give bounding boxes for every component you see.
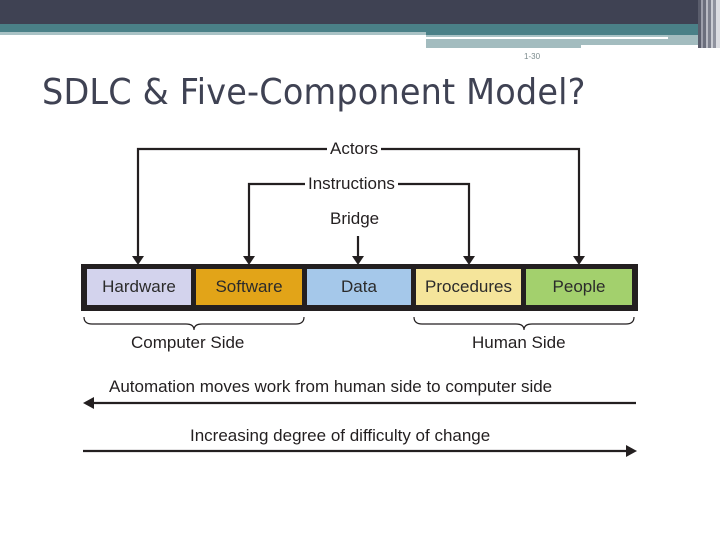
automation-label: Automation moves work from human side to… xyxy=(109,377,553,396)
arrowhead-down-icon xyxy=(132,256,144,265)
human-side-label: Human Side xyxy=(472,333,566,352)
arrowhead-down-icon xyxy=(352,256,364,265)
header-strip xyxy=(426,35,706,37)
component-procedures: Procedures xyxy=(416,269,521,305)
arrowhead-right-icon xyxy=(626,445,637,457)
component-people: People xyxy=(526,269,632,305)
computer-side-label: Computer Side xyxy=(131,333,245,352)
bridge-label: Bridge xyxy=(327,209,383,229)
arrowhead-down-icon xyxy=(243,256,255,265)
header-strip xyxy=(668,35,706,39)
header-strip xyxy=(426,39,581,48)
header-strip-light-left xyxy=(0,32,426,35)
component-data: Data xyxy=(307,269,411,305)
actors-label: Actors xyxy=(327,139,382,159)
header-strip xyxy=(581,39,706,45)
header-band-teal-right xyxy=(426,24,706,35)
instructions-label: Instructions xyxy=(305,174,398,194)
page-number: 1-30 xyxy=(524,52,541,61)
component-software: Software xyxy=(196,269,302,305)
header-edge-stripes xyxy=(698,0,720,48)
human-side-brace xyxy=(413,316,635,331)
arrowhead-down-icon xyxy=(463,256,475,265)
header-band-teal-left xyxy=(0,24,426,32)
slide-title: SDLC & Five-Component Model? xyxy=(42,72,586,113)
header-band-dark xyxy=(0,0,720,24)
difficulty-label: Increasing degree of difficulty of chang… xyxy=(190,426,491,445)
arrowhead-left-icon xyxy=(83,397,94,409)
header-white-line xyxy=(426,37,668,39)
computer-side-brace xyxy=(83,316,305,331)
arrowhead-down-icon xyxy=(573,256,585,265)
component-hardware: Hardware xyxy=(87,269,191,305)
